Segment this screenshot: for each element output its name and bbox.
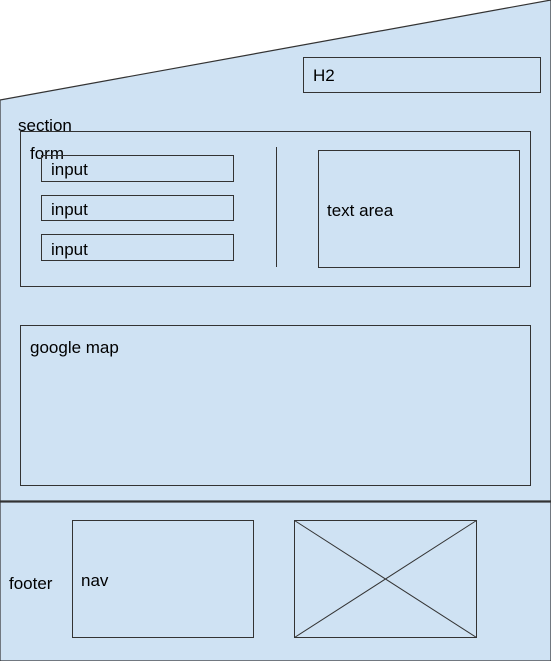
input-field-2-label: input — [51, 200, 88, 219]
image-placeholder-icon — [294, 520, 477, 638]
google-map-box[interactable]: google map — [20, 325, 531, 486]
footer-nav-label: nav — [81, 571, 109, 590]
section-region — [0, 0, 551, 502]
form-label: form — [30, 144, 64, 163]
input-field-3-label: input — [51, 240, 88, 259]
input-field-1-label: input — [51, 160, 88, 179]
input-field-3[interactable]: input — [41, 234, 234, 261]
input-field-1[interactable]: input — [41, 155, 234, 182]
google-map-label: google map — [30, 338, 119, 357]
textarea-label: text area — [327, 201, 394, 220]
footer-nav-box[interactable]: nav — [72, 520, 254, 638]
section-label: section — [18, 116, 72, 135]
textarea-field[interactable]: text area — [318, 150, 520, 268]
footer-label: footer — [9, 574, 53, 593]
input-field-2[interactable]: input — [41, 195, 234, 221]
form-container — [20, 131, 531, 287]
form-divider — [276, 147, 277, 267]
h2-heading-label: H2 — [313, 66, 335, 85]
h2-heading-box: H2 — [303, 57, 541, 93]
